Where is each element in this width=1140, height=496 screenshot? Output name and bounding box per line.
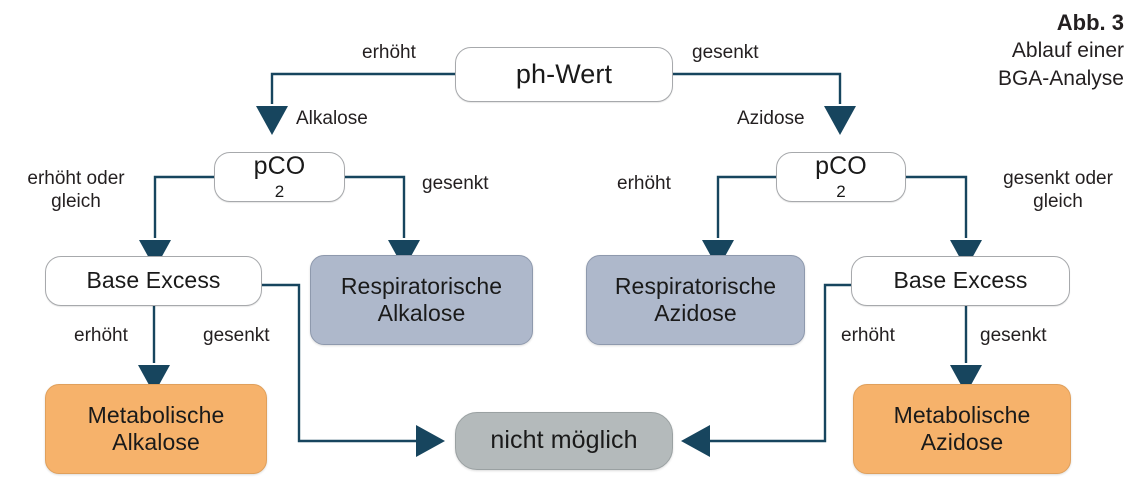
edge-label-alkalose: Alkalose <box>296 108 368 129</box>
node-respiratorische-azidose[interactable]: Respiratorische Azidose <box>586 255 805 345</box>
node-respiratorische-alkalose-line2: Alkalose <box>377 300 466 326</box>
node-metabolische-alkalose-line2: Alkalose <box>112 429 200 455</box>
edge-label-pco2-left-erhoeht-oder-gleich: erhöht oder gleich <box>6 168 146 214</box>
node-base-excess-right[interactable]: Base Excess <box>851 256 1070 306</box>
arrowhead-to-respalk <box>388 240 420 269</box>
edge-label-line2: gleich <box>1033 190 1083 212</box>
edge-label-pco2-right-erhoeht: erhöht <box>617 173 671 194</box>
arrowhead-to-metalk <box>138 365 170 394</box>
edge-label-ph-gesenkt: gesenkt <box>692 42 759 63</box>
edge-label-pco2-right-gesenkt-oder-gleich: gesenkt oder gleich <box>982 168 1134 214</box>
node-base-excess-left-label: Base Excess <box>86 267 221 294</box>
arrowhead-nm-from-left <box>416 425 445 457</box>
arrowhead-to-be-left <box>139 240 171 269</box>
node-ph-wert-label: ph-Wert <box>515 58 613 89</box>
node-metabolische-alkalose-line1: Metabolische <box>87 401 225 428</box>
figure-caption-number: Abb. 3 <box>1056 10 1124 35</box>
edge-pco2r-to-be <box>906 175 968 238</box>
edge-label-be-right-gesenkt: gesenkt <box>980 325 1047 346</box>
edge-label-line1: erhöht oder <box>27 168 125 189</box>
edge-label-line2: gleich <box>51 190 101 212</box>
edge-ph-to-pco2-right <box>673 72 842 104</box>
arrowhead-nm-from-right <box>681 425 710 457</box>
node-ph-wert[interactable]: ph-Wert <box>455 47 673 102</box>
edge-ph-to-pco2-left <box>270 72 455 104</box>
arrowhead-to-be-right <box>950 240 982 269</box>
edge-label-be-right-erhoeht: erhöht <box>841 325 895 346</box>
edge-label-azidose: Azidose <box>737 108 805 129</box>
node-base-excess-left[interactable]: Base Excess <box>45 256 262 306</box>
edge-label-be-left-gesenkt: gesenkt <box>203 325 270 346</box>
node-nicht-moeglich[interactable]: nicht möglich <box>455 412 673 470</box>
node-respiratorische-azidose-line1: Respiratorische <box>614 272 777 299</box>
edge-pco2r-to-respazi <box>716 175 776 238</box>
arrowheads <box>138 106 982 457</box>
node-metabolische-azidose-line1: Metabolische <box>893 401 1031 428</box>
subscript-2: 2 <box>836 181 846 201</box>
node-respiratorische-azidose-line2: Azidose <box>654 300 737 326</box>
node-metabolische-azidose-line2: Azidose <box>920 429 1004 455</box>
figure-caption-line2: BGA-Analyse <box>997 66 1124 90</box>
edge-label-ph-erhoeht: erhöht <box>362 42 416 63</box>
figure-caption-line1: Ablauf einer <box>1011 39 1124 63</box>
edge-pco2l-to-respalk <box>345 175 406 238</box>
node-metabolische-alkalose[interactable]: Metabolische Alkalose <box>45 384 267 474</box>
edge-label-line1: gesenkt oder <box>1003 168 1113 189</box>
edge-pco2l-to-be <box>153 175 214 238</box>
edge-label-be-left-erhoeht: erhöht <box>74 325 128 346</box>
node-nicht-moeglich-label: nicht möglich <box>490 426 638 455</box>
node-respiratorische-alkalose[interactable]: Respiratorische Alkalose <box>310 255 533 345</box>
figure-caption: Abb. 3 Ablauf einer BGA-Analyse <box>998 8 1124 92</box>
node-respiratorische-alkalose-line1: Respiratorische <box>340 272 503 299</box>
edge-ber-to-nichtmoeglich <box>708 283 851 443</box>
edge-bel-to-nichtmoeglich <box>262 283 418 443</box>
arrowhead-alkalose <box>256 106 288 135</box>
arrowhead-azidose <box>824 106 856 135</box>
arrowhead-to-metazi <box>950 365 982 394</box>
arrowhead-to-respazi <box>702 240 734 269</box>
edge-label-pco2-left-gesenkt: gesenkt <box>422 173 489 194</box>
node-base-excess-right-label: Base Excess <box>893 267 1028 294</box>
node-metabolische-azidose[interactable]: Metabolische Azidose <box>853 384 1071 474</box>
subscript-2: 2 <box>274 181 285 201</box>
